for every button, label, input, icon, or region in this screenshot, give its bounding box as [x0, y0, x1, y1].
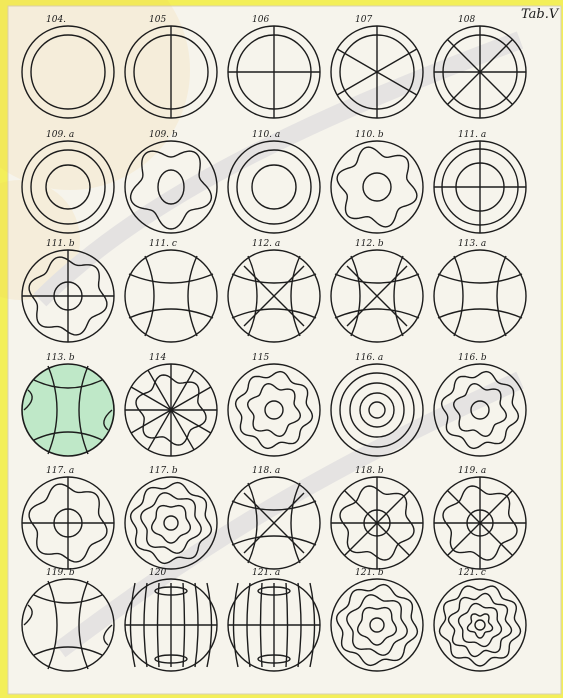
figure-label: 119. b	[46, 568, 75, 578]
figure-label: 108	[458, 15, 475, 25]
figure-label: 117. b	[149, 466, 178, 476]
figure-label: 117. a	[46, 466, 74, 476]
figure-label: 120	[149, 568, 166, 578]
figure-label: 121. b	[355, 568, 384, 578]
figure-label: 110. b	[355, 130, 384, 140]
figure-label: 113. a	[458, 239, 486, 249]
figure-label: 109. a	[46, 130, 74, 140]
figure-label: 104.	[46, 15, 66, 25]
figure-label: 119. a	[458, 466, 486, 476]
figure-label: 110. a	[252, 130, 280, 140]
figure-label: 112. a	[252, 239, 280, 249]
figure-disc	[22, 364, 114, 456]
figure-label: 114	[149, 353, 166, 363]
figure-label: 121. a	[252, 568, 280, 578]
figure-label: 106	[252, 15, 269, 25]
figure-label: 113. b	[46, 353, 75, 363]
figure-label: 107	[355, 15, 372, 25]
figure-label: 115	[252, 353, 269, 363]
figure-label: 121. c	[458, 568, 486, 578]
figure-label: 116. a	[355, 353, 383, 363]
figure-label: 112. b	[355, 239, 384, 249]
plate-tab-label: Tab.V	[521, 7, 560, 22]
figure-label: 118. a	[252, 466, 280, 476]
figure-label: 111. c	[149, 239, 177, 249]
figure-label: 116. b	[458, 353, 487, 363]
figure-label: 109. b	[149, 130, 178, 140]
figure-label: 105	[149, 15, 166, 25]
figure-label: 111. b	[46, 239, 75, 249]
figure-label: 118. b	[355, 466, 384, 476]
figure-label: 111. a	[458, 130, 486, 140]
